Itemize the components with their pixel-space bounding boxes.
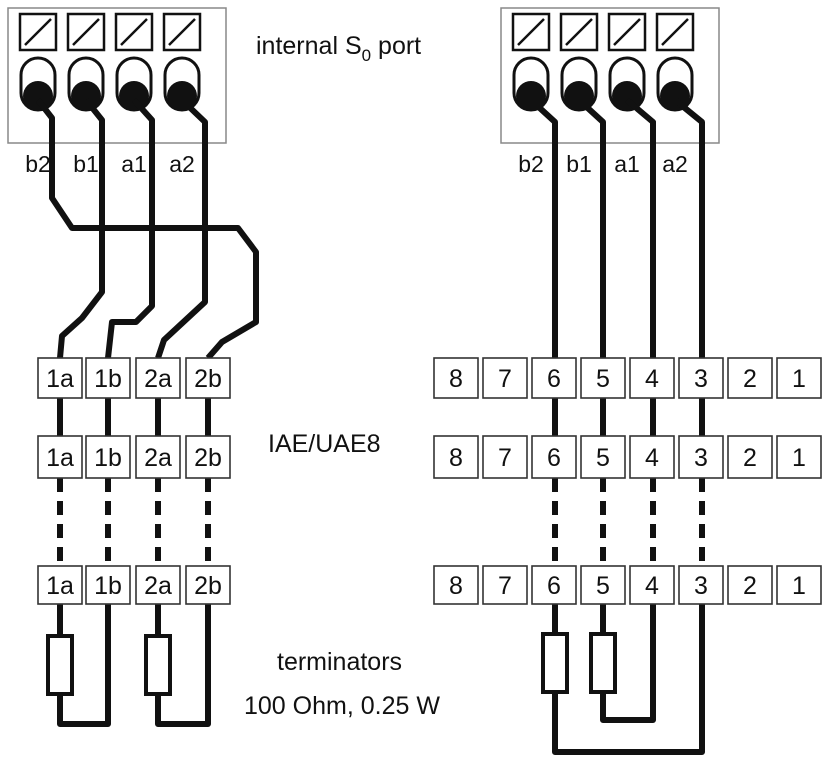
socket-label: 7 [498, 365, 512, 393]
left-socket-row-1: 1a 1b 2a 2b [37, 357, 231, 399]
terminator-spec-caption: 100 Ohm, 0.25 W [244, 692, 440, 720]
socket-label: 1b [94, 365, 122, 393]
screw-slot [517, 18, 545, 46]
pin-label: a1 [614, 151, 640, 177]
terminator-resistor [144, 634, 172, 696]
left-socket-row-3: 1a 1b 2a 2b [37, 565, 231, 605]
right-socket-row-1: 8 7 6 5 4 3 2 1 [433, 357, 822, 399]
right-s0-port [500, 7, 720, 144]
pin-label: b1 [566, 151, 592, 177]
socket-label: 1a [46, 572, 74, 600]
screw-slot [24, 18, 52, 46]
socket-label: 2 [743, 572, 757, 600]
socket-label: 2b [194, 365, 222, 393]
wire-end-dot [71, 81, 101, 111]
socket-label: 6 [547, 444, 561, 472]
right-pin-labels: b2 b1 a1 a2 [518, 151, 688, 177]
wire-a1 [105, 97, 155, 359]
socket-label: 7 [498, 444, 512, 472]
socket-label: 4 [645, 444, 659, 472]
socket-label: 5 [596, 365, 610, 393]
pin-label: a1 [121, 151, 147, 177]
socket-label: 2 [743, 365, 757, 393]
screw-slot [72, 18, 100, 46]
socket-label: 5 [596, 572, 610, 600]
left-socket-row-2: 1a 1b 2a 2b [37, 435, 231, 479]
socket-label: 2a [144, 365, 172, 393]
left-s0-port [7, 7, 227, 144]
wire-end-dot [119, 81, 149, 111]
pin-label: a2 [169, 151, 195, 177]
wire-a2 [673, 97, 705, 358]
socket-label: 1a [46, 444, 74, 472]
socket-label: 3 [694, 444, 708, 472]
socket-label: 4 [645, 365, 659, 393]
socket-label: 3 [694, 365, 708, 393]
wire-a2 [155, 97, 208, 359]
socket-label: 1 [792, 444, 806, 472]
socket-label: 5 [596, 444, 610, 472]
wire-b2 [528, 97, 558, 358]
socket-label: 8 [449, 572, 463, 600]
wire-end-dot [23, 81, 53, 111]
right-terminators [541, 632, 617, 694]
socket-label: 1b [94, 572, 122, 600]
port-caption: internal S0 port [256, 32, 421, 65]
socket-label: 2a [144, 444, 172, 472]
pin-label: a2 [662, 151, 688, 177]
socket-label: 8 [449, 365, 463, 393]
right-socket-row-3: 8 7 6 5 4 3 2 1 [433, 565, 822, 605]
terminators-caption: terminators [277, 648, 402, 676]
right-socket-row-2: 8 7 6 5 4 3 2 1 [433, 435, 822, 479]
terminator-resistor [541, 632, 569, 694]
wire-a1 [625, 97, 656, 358]
socket-label: 2a [144, 572, 172, 600]
wire-b1 [576, 97, 606, 358]
port-caption-main: internal S [256, 32, 362, 60]
connector-caption: IAE/UAE8 [268, 430, 381, 458]
left-pin-labels: b2 b1 a1 a2 [25, 151, 195, 177]
screw-slot [661, 18, 689, 46]
socket-label: 3 [694, 572, 708, 600]
socket-label: 2b [194, 444, 222, 472]
screw-slot [120, 18, 148, 46]
port-caption-tail: port [371, 32, 421, 60]
pin-label: b1 [73, 151, 99, 177]
socket-label: 1a [46, 365, 74, 393]
socket-label: 8 [449, 444, 463, 472]
screw-slot [168, 18, 196, 46]
left-wires [35, 97, 259, 727]
wire-b2 [35, 98, 259, 360]
socket-label: 6 [547, 365, 561, 393]
socket-label: 4 [645, 572, 659, 600]
socket-label: 2b [194, 572, 222, 600]
socket-label: 1b [94, 444, 122, 472]
pin-label: b2 [518, 151, 544, 177]
pin-label: b2 [25, 151, 51, 177]
socket-label: 2 [743, 444, 757, 472]
terminator-resistor [589, 632, 617, 694]
socket-label: 1 [792, 572, 806, 600]
left-terminators [46, 634, 172, 696]
screw-slot [613, 18, 641, 46]
socket-label: 1 [792, 365, 806, 393]
socket-label: 6 [547, 572, 561, 600]
port-caption-subscript: 0 [362, 46, 371, 65]
right-wires [528, 97, 705, 755]
terminator-resistor [46, 634, 74, 696]
wire-b1 [57, 98, 105, 359]
socket-label: 7 [498, 572, 512, 600]
screw-slot [565, 18, 593, 46]
